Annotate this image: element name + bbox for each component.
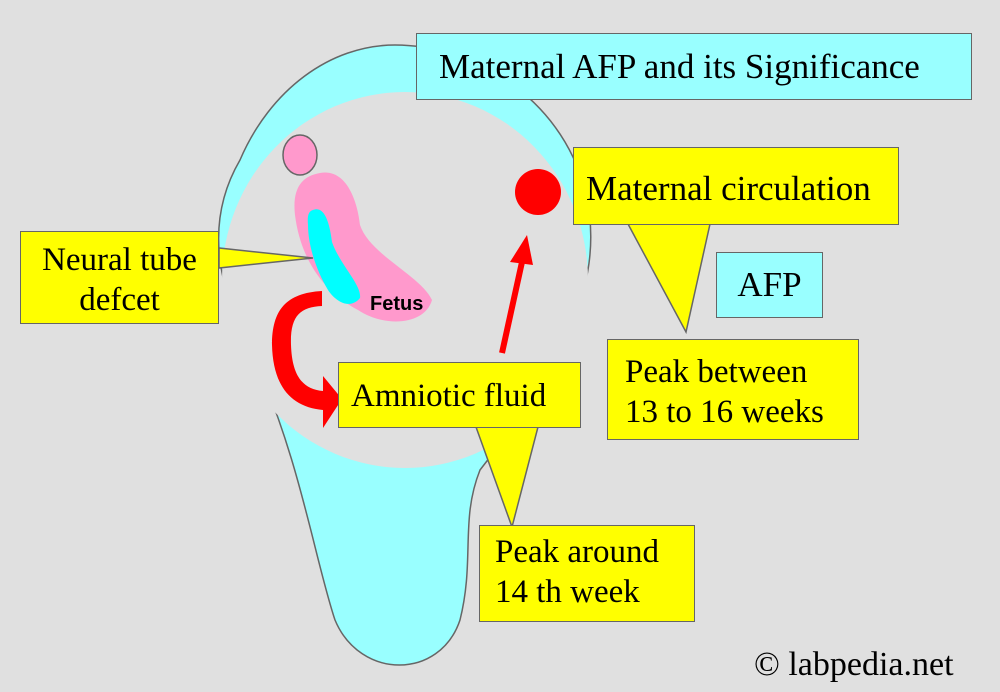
afp-label: AFP (737, 265, 802, 304)
fetus-head (282, 134, 318, 176)
peak-around-line1: Peak around (495, 534, 660, 570)
peak-between-line1: Peak between (625, 354, 808, 390)
amniotic-fluid-callout: Amniotic fluid (338, 362, 581, 428)
maternal-callout-pointer (626, 223, 711, 335)
neural-tube-label-line2: defcet (79, 282, 160, 319)
peak-between-line2: 13 to 16 weeks (625, 394, 824, 431)
peak-around-callout: Peak around 14 th week (479, 525, 695, 622)
neural-tube-callout-pointer (218, 247, 314, 269)
maternal-circulation-label: Maternal circulation (586, 169, 871, 208)
maternal-circulation-dot (515, 169, 561, 215)
neural-tube-label-line1: Neural tube (42, 242, 197, 278)
peak-around-line2: 14 th week (495, 574, 640, 611)
amniotic-to-maternal-arrow-shaft (499, 261, 525, 354)
amniotic-fluid-label: Amniotic fluid (351, 378, 547, 414)
amniotic-to-maternal-arrow-head (510, 235, 533, 265)
fetus-to-amniotic-arrow (272, 291, 342, 428)
amniotic-callout-pointer (474, 426, 539, 530)
peak-between-callout: Peak between 13 to 16 weeks (607, 339, 859, 440)
maternal-circulation-callout: Maternal circulation (573, 147, 899, 225)
diagram-title: Maternal AFP and its Significance (416, 33, 972, 100)
diagram-title-text: Maternal AFP and its Significance (439, 47, 920, 86)
fetus-label: Fetus (370, 293, 424, 315)
copyright-watermark: © labpedia.net (754, 646, 954, 683)
neural-tube (307, 209, 361, 304)
neural-tube-callout: Neural tube defcet (20, 231, 219, 324)
afp-box: AFP (716, 252, 823, 318)
